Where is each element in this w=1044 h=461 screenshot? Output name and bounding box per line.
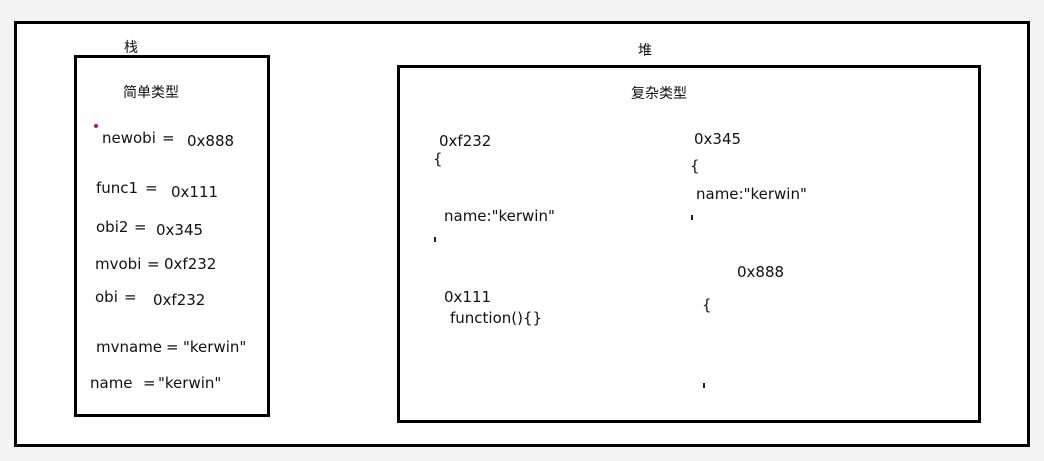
heap-subtitle: 复杂类型 (631, 86, 687, 102)
heap-object-close-brace (434, 237, 436, 242)
heap-object-open-brace: { (690, 157, 700, 175)
marker-dot (94, 124, 98, 128)
stack-var-value: "kerwin" (183, 338, 247, 356)
heap-object-open-brace: { (702, 296, 712, 314)
heap-object-function: function(){} (450, 309, 543, 327)
stack-var-value: 0x888 (187, 132, 235, 150)
stack-equals: = (162, 129, 175, 147)
stack-box (74, 55, 270, 417)
stack-equals: = (145, 179, 158, 197)
heap-object-close-brace (703, 383, 705, 388)
stack-equals: = (134, 218, 147, 236)
heap-object-close-brace (691, 215, 693, 220)
heap-object-property: name:"kerwin" (444, 207, 555, 225)
stack-var-name: func1 (96, 179, 139, 197)
stack-var-name: mvobi (95, 255, 142, 273)
stack-var-name: obi2 (96, 218, 129, 236)
stack-var-value: 0xf232 (164, 255, 217, 273)
stack-equals: = (124, 288, 137, 306)
stack-equals: = (166, 338, 179, 356)
heap-object-address: 0x111 (444, 288, 492, 306)
heap-object-open-brace: { (433, 150, 443, 168)
heap-box (397, 65, 981, 423)
heap-title: 堆 (638, 43, 652, 59)
stack-equals: = (143, 374, 156, 392)
stack-var-name: newobi (102, 129, 156, 147)
stack-title: 栈 (124, 40, 138, 56)
heap-object-address: 0x888 (737, 263, 785, 281)
stack-var-value: 0xf232 (153, 291, 206, 309)
heap-object-address: 0xf232 (439, 132, 492, 150)
stack-var-value: 0x111 (171, 183, 219, 201)
stack-subtitle: 简单类型 (123, 85, 179, 101)
stack-var-value: "kerwin" (158, 374, 222, 392)
stack-var-name: obi (95, 288, 118, 306)
stack-var-name: mvname (96, 338, 163, 356)
stack-var-value: 0x345 (156, 221, 204, 239)
stack-equals: = (147, 255, 160, 273)
heap-object-address: 0x345 (694, 130, 742, 148)
heap-object-property: name:"kerwin" (696, 185, 807, 203)
stack-var-name: name (90, 374, 133, 392)
